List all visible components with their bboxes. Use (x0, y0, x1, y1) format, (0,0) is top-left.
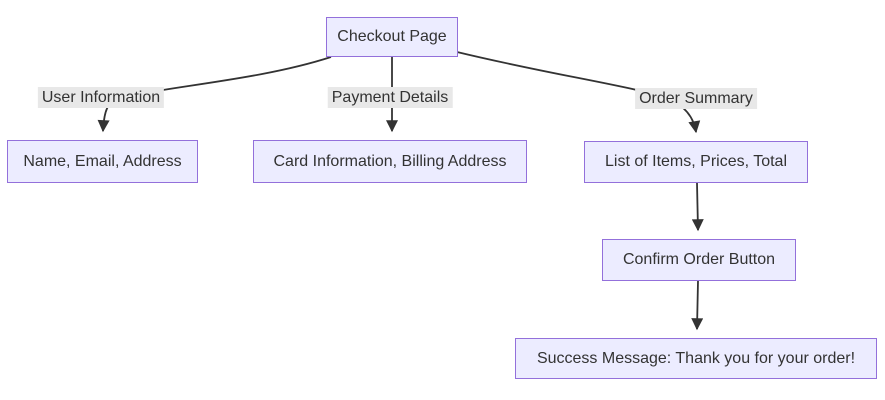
node-checkout-page: Checkout Page (326, 17, 458, 57)
edge-checkout-to-list-fields (456, 51, 701, 134)
edge-confirm-to-success (691, 280, 704, 331)
edge-label-user-information: User Information (37, 87, 165, 109)
edge-list-fields-to-confirm (691, 182, 704, 232)
node-list-of-items-prices-total: List of Items, Prices, Total (584, 141, 808, 183)
node-success-message: Success Message: Thank you for your orde… (515, 338, 877, 379)
edge-label-order-summary: Order Summary (635, 88, 757, 110)
edge-label-payment-details: Payment Details (327, 87, 453, 109)
node-name-email-address: Name, Email, Address (7, 140, 198, 183)
node-confirm-order-button: Confirm Order Button (602, 239, 796, 281)
node-card-information-billing-address: Card Information, Billing Address (253, 140, 527, 183)
